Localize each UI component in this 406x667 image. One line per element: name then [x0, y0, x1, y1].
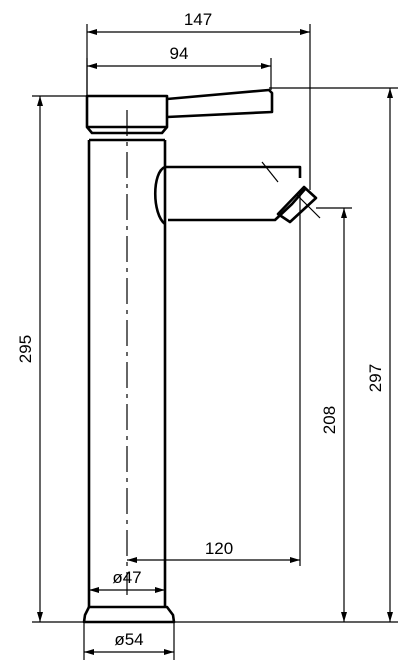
dimension-base-diameter: ø54	[83, 622, 175, 660]
aerator-tip	[276, 185, 318, 224]
dimension-body-height: 295	[16, 95, 87, 623]
spout-centerline-mark	[261, 161, 279, 183]
dimension-handle-reach: 94	[86, 44, 272, 96]
label-120: 120	[205, 539, 233, 558]
label-94: 94	[170, 44, 189, 63]
faucet-outline	[82, 88, 318, 624]
dimension-inner-diameter: ø47	[89, 568, 165, 593]
spout	[154, 165, 307, 226]
label-147: 147	[184, 10, 212, 29]
label-295: 295	[16, 335, 35, 363]
dimension-spout-height: 208	[316, 207, 352, 622]
faucet-body	[87, 138, 167, 607]
label-297: 297	[366, 364, 385, 392]
dimension-overall-width: 147	[86, 10, 311, 190]
lever-arm	[166, 88, 274, 119]
dimension-spout-projection: 120	[127, 190, 301, 566]
base-flange	[82, 605, 176, 624]
label-208: 208	[320, 406, 339, 434]
dimension-total-height: 297	[174, 87, 398, 623]
label-diameter-54: ø54	[114, 630, 143, 649]
label-diameter-47: ø47	[112, 568, 141, 587]
